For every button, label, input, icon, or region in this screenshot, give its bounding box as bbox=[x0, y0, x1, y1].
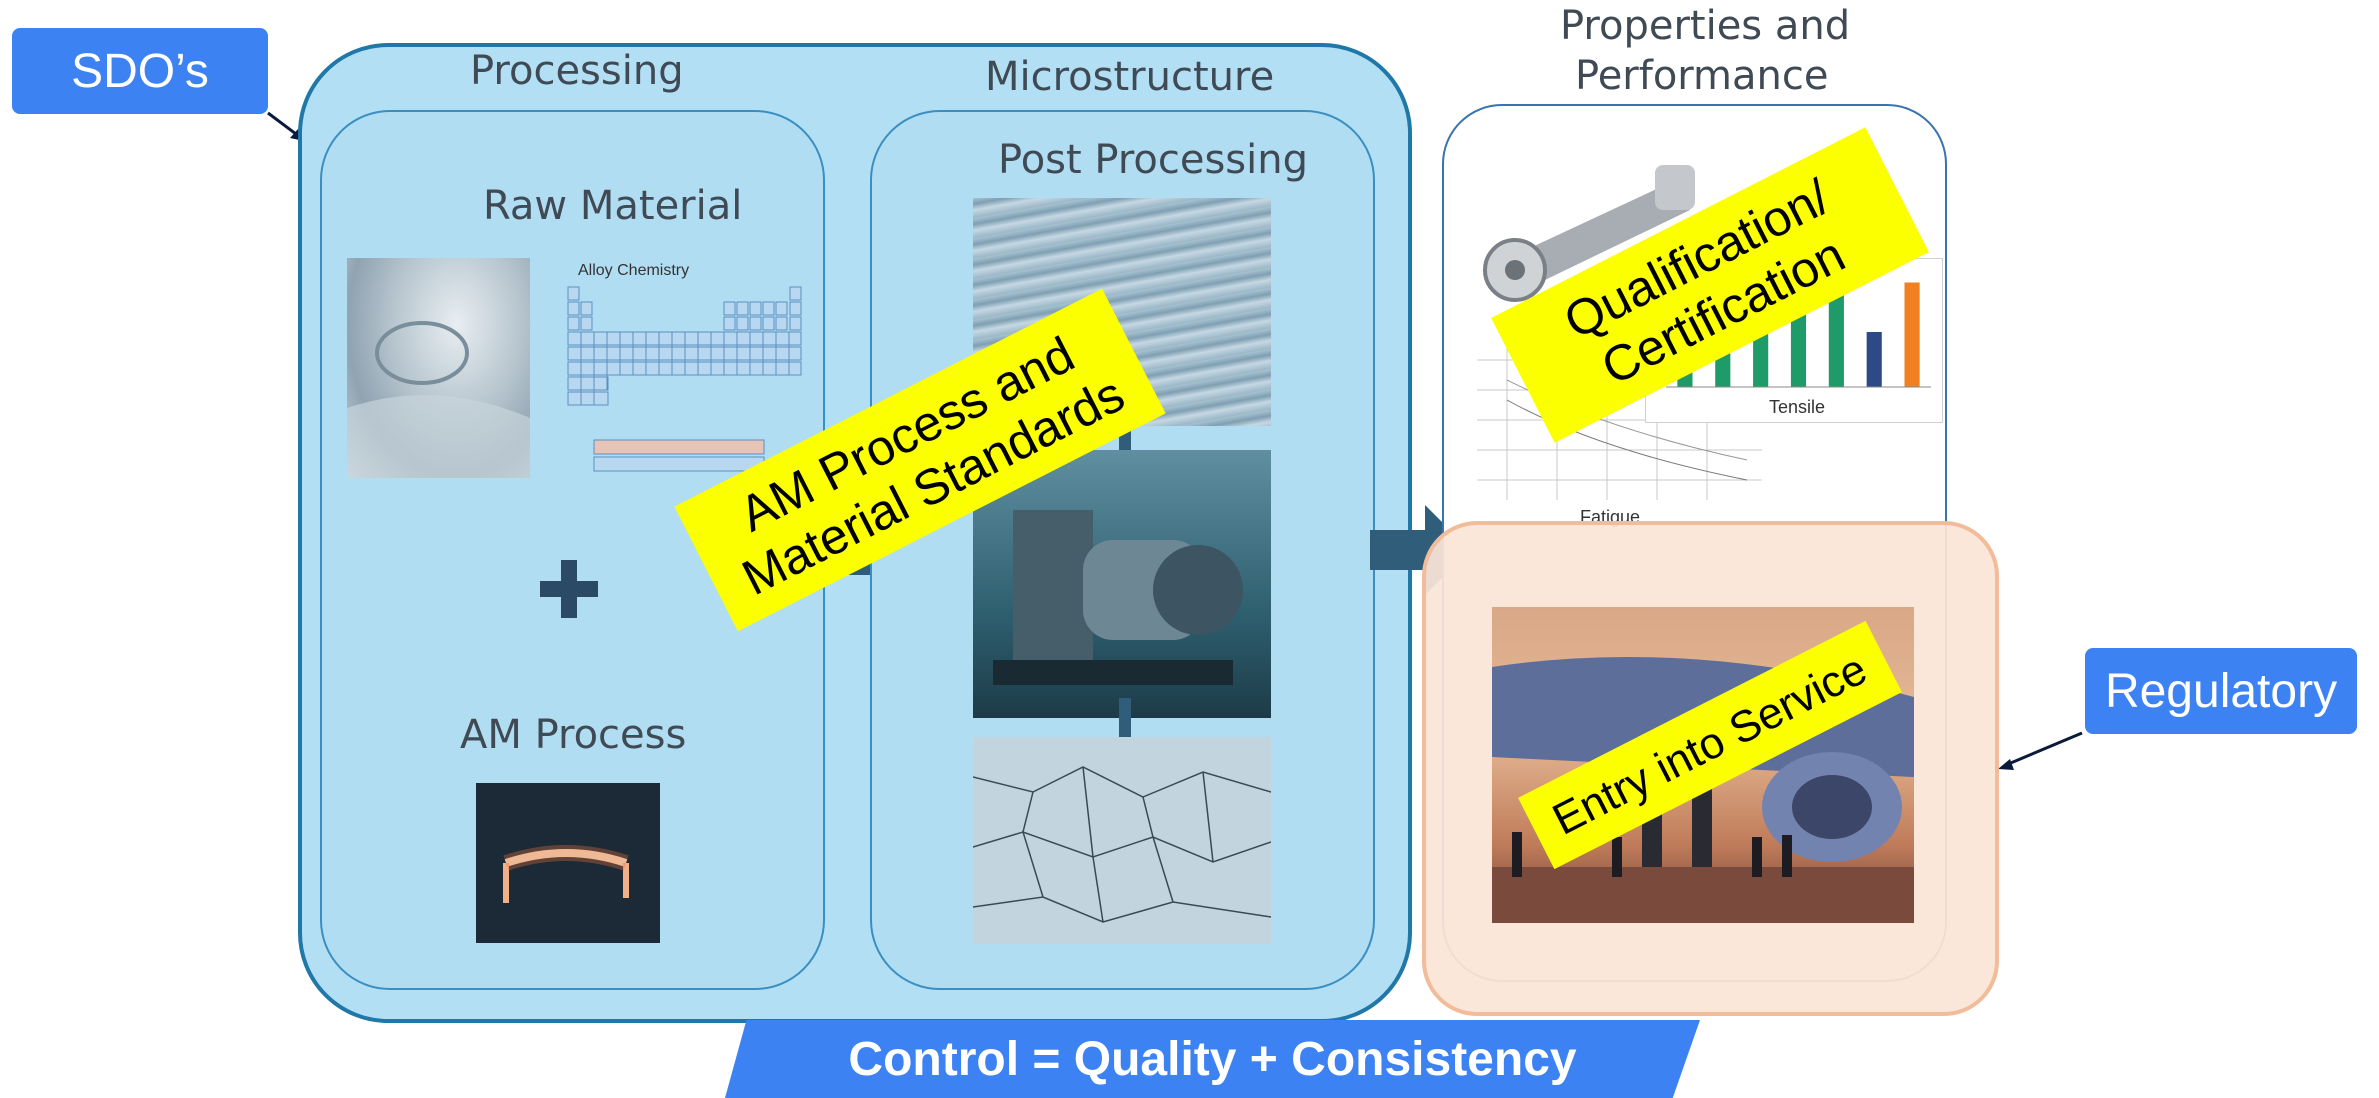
raw-material-heading: Raw Material bbox=[483, 183, 743, 229]
am-process-heading: AM Process bbox=[460, 712, 687, 758]
tensile-bar bbox=[1904, 282, 1920, 387]
properties-heading-line2: Performance bbox=[1575, 53, 1829, 99]
part-image bbox=[1483, 165, 1695, 302]
tensile-bar bbox=[1828, 293, 1844, 387]
regulatory-arrow bbox=[1998, 731, 2083, 770]
alloy-chemistry-label: Alloy Chemistry bbox=[578, 262, 690, 279]
sdo-callout: SDO’s bbox=[12, 28, 268, 114]
tensile-bar bbox=[1790, 299, 1807, 387]
properties-heading-line1: Properties and bbox=[1560, 3, 1851, 49]
furnace-photo bbox=[973, 450, 1271, 718]
tensile-label: Tensile bbox=[1769, 397, 1826, 417]
regulatory-callout: Regulatory bbox=[2085, 648, 2357, 734]
microstructure-photo-bottom bbox=[973, 737, 1271, 944]
periodic-table bbox=[567, 286, 802, 472]
powder-photo bbox=[347, 258, 530, 478]
processing-heading: Processing bbox=[470, 48, 684, 94]
tensile-bar bbox=[1866, 332, 1882, 387]
post-processing-heading: Post Processing bbox=[998, 137, 1308, 183]
control-footer: Control = Quality + Consistency bbox=[725, 1020, 1700, 1098]
plus-icon bbox=[540, 560, 598, 618]
am-process-photo bbox=[476, 783, 660, 943]
microstructure-heading: Microstructure bbox=[985, 54, 1275, 100]
